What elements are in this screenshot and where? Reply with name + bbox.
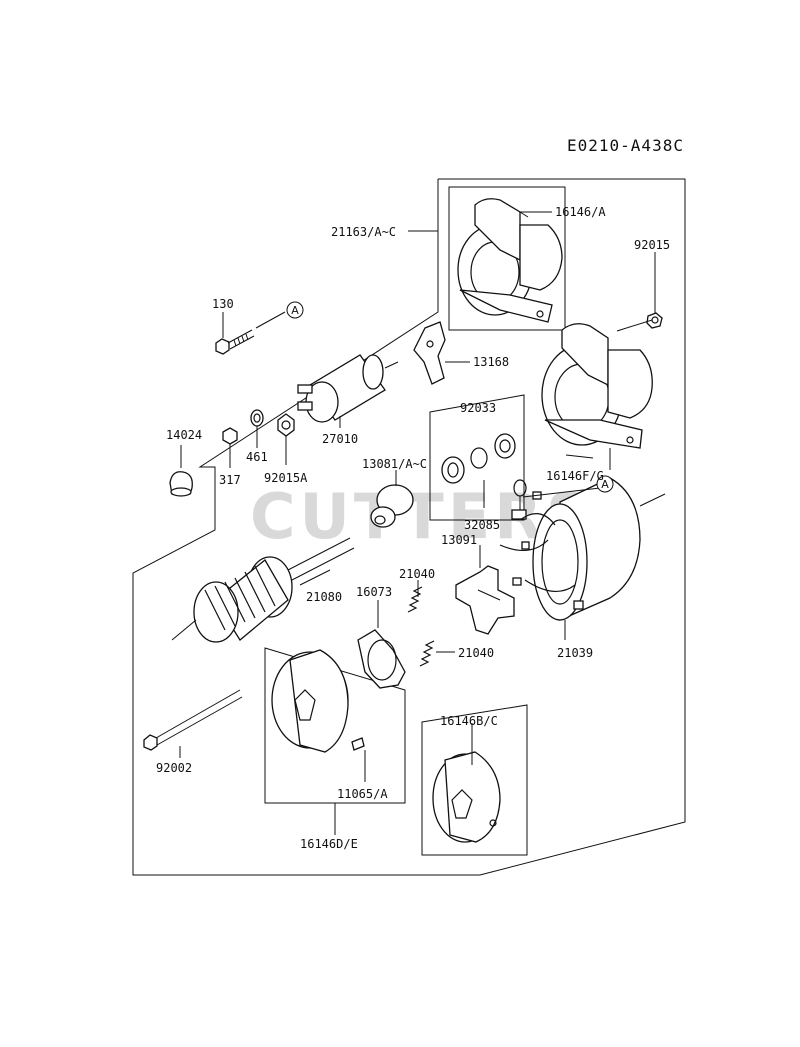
part-21039-drawing xyxy=(499,477,666,621)
svg-text:A: A xyxy=(601,478,609,491)
label-130: 130 xyxy=(212,297,234,311)
label-21163: 21163/A~C xyxy=(331,225,396,239)
part-13091-drawing xyxy=(455,565,515,635)
label-16073: 16073 xyxy=(356,585,392,599)
label-21040-upper: 21040 xyxy=(399,567,435,581)
part-92033-drawing xyxy=(441,433,516,484)
label-27010: 27010 xyxy=(322,432,358,446)
part-317-461-92015A-drawing xyxy=(222,409,295,445)
part-16146BC-drawing xyxy=(432,751,501,843)
inset-box-92033 xyxy=(429,394,525,521)
label-461: 461 xyxy=(246,450,268,464)
part-21080-drawing xyxy=(171,537,355,643)
label-21080: 21080 xyxy=(306,590,342,604)
label-16146DE: 16146D/E xyxy=(300,837,358,851)
label-21039: 21039 xyxy=(557,646,593,660)
inset-box-16146DE xyxy=(264,647,406,804)
part-16146FG-drawing xyxy=(541,323,653,449)
label-11065: 11065/A xyxy=(337,787,388,801)
reference-marker-a-top: A xyxy=(286,301,304,319)
diagram-code: E0210-A438C xyxy=(567,136,684,155)
label-13091: 13091 xyxy=(441,533,477,547)
svg-text:A: A xyxy=(291,304,299,317)
part-92002-drawing xyxy=(143,689,243,751)
part-130-drawing xyxy=(215,329,255,355)
reference-marker-a-right: A xyxy=(596,475,614,493)
label-32085: 32085 xyxy=(464,518,500,532)
part-14024-drawing xyxy=(169,471,193,497)
label-317: 317 xyxy=(219,473,241,487)
part-92015-drawing xyxy=(646,312,663,329)
label-16146A: 16146/A xyxy=(555,205,606,219)
label-92033: 92033 xyxy=(460,401,496,415)
part-16146DE-drawing xyxy=(271,649,365,753)
part-16073-drawing xyxy=(357,629,406,689)
part-27010-drawing xyxy=(297,354,399,423)
assembly-outline xyxy=(132,178,686,876)
label-92015: 92015 xyxy=(634,238,670,252)
leader-lines xyxy=(179,211,656,835)
label-92015A: 92015A xyxy=(264,471,308,485)
label-16146BC: 16146B/C xyxy=(440,714,498,728)
label-13081: 13081/A~C xyxy=(362,457,427,471)
label-21040-lower: 21040 xyxy=(458,646,494,660)
part-labels: 21163/A~C 16146/A 92015 130 13168 14024 … xyxy=(156,205,670,851)
part-21040-springs-drawing xyxy=(407,586,435,667)
part-13168-drawing xyxy=(413,321,446,385)
part-13081-drawing xyxy=(370,484,414,528)
label-13168: 13168 xyxy=(473,355,509,369)
label-92002: 92002 xyxy=(156,761,192,775)
inset-box-16146BC xyxy=(421,704,528,856)
label-14024: 14024 xyxy=(166,428,202,442)
label-16146FG: 16146F/G xyxy=(546,469,604,483)
part-16146A-drawing xyxy=(457,198,563,323)
